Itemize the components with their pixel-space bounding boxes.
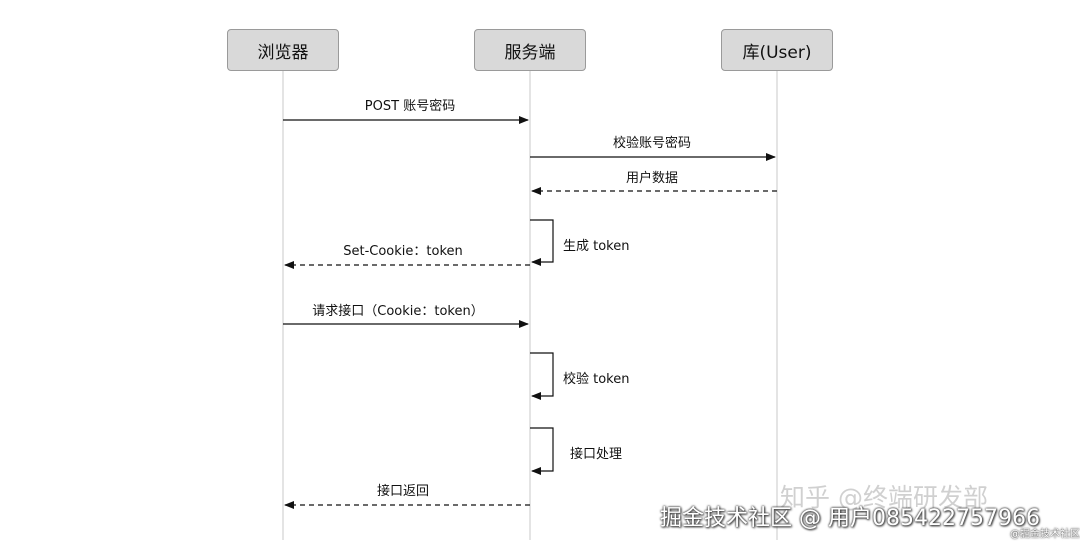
message-label-request-api: 请求接口（Cookie：token） — [312, 304, 484, 319]
participant-server: 服务端 — [474, 29, 586, 71]
participant-db-label: 库(User) — [742, 42, 812, 63]
message-label-api-response: 接口返回 — [376, 484, 430, 499]
self-label-api-processing: 接口处理 — [570, 447, 623, 462]
message-label-post-credentials: POST 账号密码 — [364, 99, 456, 114]
self-loop-3 — [530, 219, 554, 266]
participant-server-label: 服务端 — [504, 42, 556, 63]
self-loop-7 — [530, 427, 554, 475]
participant-db: 库(User) — [721, 29, 833, 71]
message-label-user-data: 用户数据 — [625, 171, 679, 186]
self-label-generate-token: 生成 token — [563, 239, 630, 254]
message-label-verify-credentials: 校验账号密码 — [612, 136, 692, 151]
message-label-set-cookie: Set-Cookie：token — [343, 244, 463, 259]
participant-browser: 浏览器 — [227, 29, 339, 71]
self-loop-6 — [530, 352, 554, 400]
self-label-verify-token: 校验 token — [563, 372, 630, 387]
participant-browser-label: 浏览器 — [257, 42, 309, 63]
